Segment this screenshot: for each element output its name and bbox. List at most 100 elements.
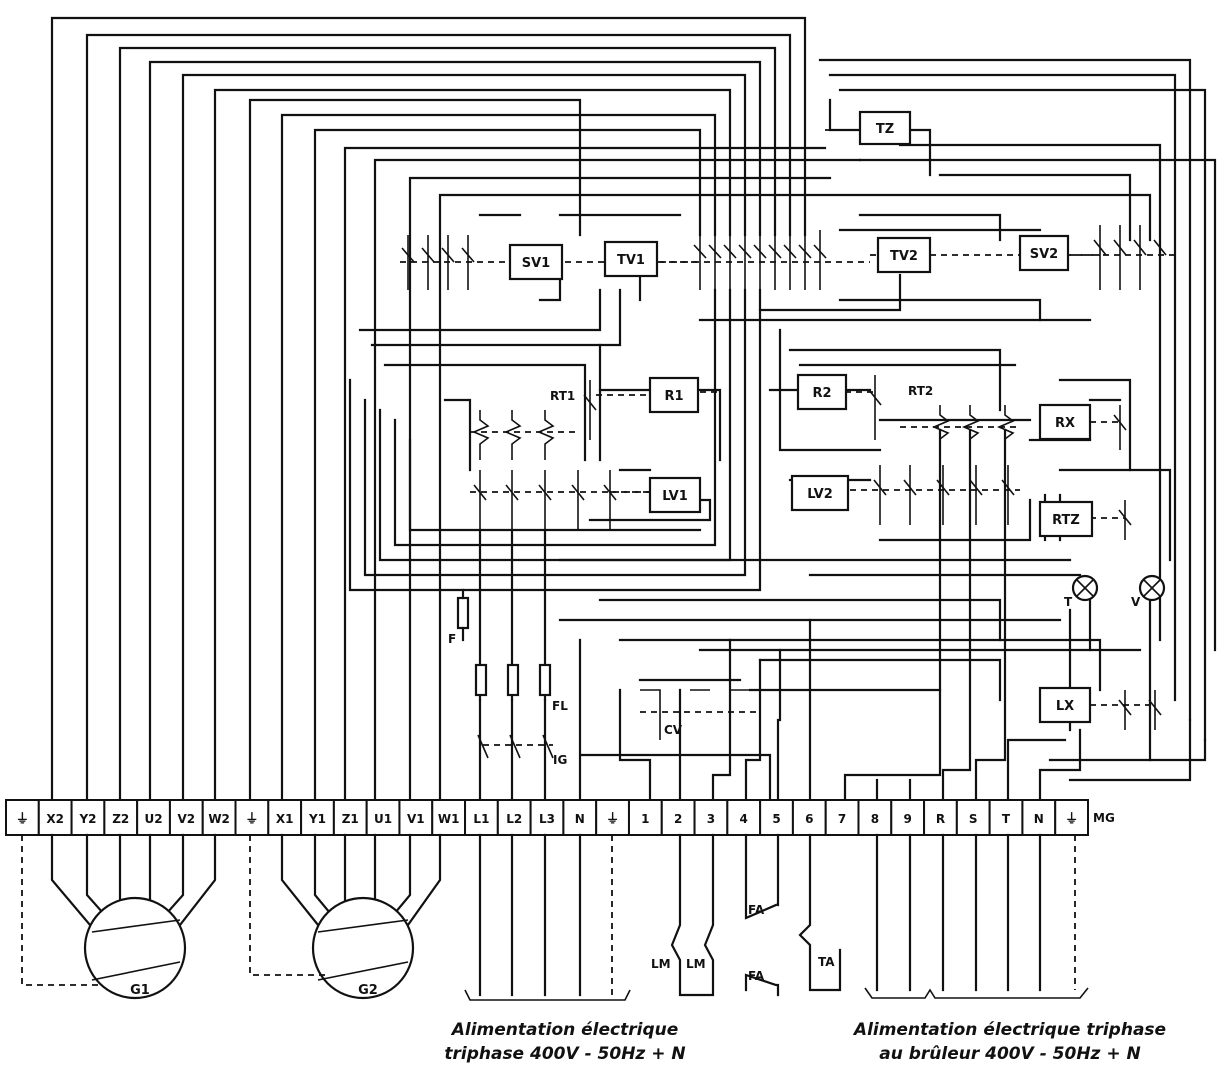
coil-sv1 bbox=[508, 243, 564, 281]
terminal-cell bbox=[562, 799, 598, 836]
terminal-label: R bbox=[936, 812, 945, 826]
coil-sv2-label: SV2 bbox=[1030, 247, 1058, 262]
terminal-cell bbox=[37, 799, 73, 836]
terminal-cell bbox=[890, 799, 926, 836]
ground-icon: ⏚ bbox=[245, 812, 258, 827]
terminal-cell bbox=[136, 799, 171, 836]
terminal-label: Y2 bbox=[78, 812, 96, 826]
external-devices: LM LM FA FA TA bbox=[651, 833, 842, 997]
terminal-label: Z2 bbox=[112, 812, 129, 826]
coil-lx-label: LX bbox=[1056, 699, 1074, 714]
terminal-label: L3 bbox=[539, 812, 555, 826]
ta-label: TA bbox=[818, 955, 835, 969]
coil-tv1-label: TV1 bbox=[617, 253, 645, 268]
terminal-cell bbox=[300, 799, 335, 836]
terminal-label: W1 bbox=[438, 812, 460, 826]
terminal-label: V1 bbox=[407, 812, 425, 826]
terminal-label: 9 bbox=[903, 812, 911, 826]
coil-lv1 bbox=[648, 476, 702, 514]
terminal-cell bbox=[693, 799, 729, 836]
ground-icon: ⏚ bbox=[606, 812, 619, 827]
terminal-cell bbox=[595, 799, 630, 836]
terminal-label: S bbox=[969, 812, 978, 826]
terminal-label: Y1 bbox=[308, 812, 326, 826]
ig-label: IG bbox=[553, 753, 567, 767]
supply-wiring bbox=[464, 833, 1089, 1001]
terminal-label: L1 bbox=[473, 812, 489, 826]
panel-wiring bbox=[348, 228, 1172, 702]
terminal-cell bbox=[660, 799, 696, 836]
terminal-cell bbox=[988, 799, 1024, 836]
f-label: F bbox=[448, 632, 456, 646]
terminal-cell bbox=[1054, 799, 1090, 836]
terminal-cell bbox=[398, 799, 434, 836]
terminal-label: 2 bbox=[674, 812, 682, 826]
terminal-label: 3 bbox=[707, 812, 715, 826]
motor-g1: G1 bbox=[21, 833, 217, 1000]
ground-icon: ⏚ bbox=[16, 812, 29, 827]
fl-label: FL bbox=[552, 699, 568, 713]
terminal-cell bbox=[627, 799, 663, 836]
fuse-f bbox=[456, 596, 470, 630]
fuse-fl-2 bbox=[506, 663, 520, 697]
coil-lv2-label: LV2 bbox=[807, 487, 833, 502]
relay-coils: TZ SV1 TV1 TV2 SV2 R1 R2 RX LV1 LV2 RTZ … bbox=[508, 110, 1094, 724]
terminal-label: N bbox=[575, 812, 585, 826]
fuses bbox=[456, 588, 552, 697]
terminal-label: X2 bbox=[46, 812, 64, 826]
terminal-cell bbox=[759, 799, 794, 836]
coil-tv1 bbox=[603, 240, 659, 278]
terminal-label: X1 bbox=[276, 812, 294, 826]
coil-sv1-label: SV1 bbox=[522, 256, 550, 271]
fa-bottom-label: FA bbox=[748, 969, 765, 983]
motor-g1-label: G1 bbox=[130, 983, 150, 998]
coil-r1 bbox=[648, 376, 700, 414]
coil-lv1-label: LV1 bbox=[662, 489, 688, 504]
rt1-label: RT1 bbox=[550, 389, 575, 403]
terminal-cell bbox=[955, 799, 991, 836]
terminal-cell bbox=[431, 799, 467, 836]
coil-r2 bbox=[796, 373, 848, 411]
fuse-fl-3 bbox=[538, 663, 552, 697]
terminal-label: N bbox=[1034, 812, 1044, 826]
coil-tz-label: TZ bbox=[876, 122, 894, 137]
terminal-cell bbox=[201, 799, 237, 836]
terminal-label: 4 bbox=[740, 812, 748, 826]
coil-rtz-label: RTZ bbox=[1052, 513, 1080, 528]
coil-rx-label: RX bbox=[1055, 416, 1075, 431]
supply-caption-left: Alimentation électrique triphase 400V - … bbox=[400, 1018, 730, 1066]
terminal-label: V2 bbox=[178, 812, 196, 826]
motor-g2-label: G2 bbox=[358, 983, 378, 998]
terminal-label: 5 bbox=[772, 812, 780, 826]
rt2-label: RT2 bbox=[908, 384, 933, 398]
terminal-cell bbox=[464, 799, 499, 836]
coil-tv2-label: TV2 bbox=[890, 249, 918, 264]
supply-caption-right: Alimentation électrique triphase au brûl… bbox=[820, 1018, 1200, 1066]
lamp-v-label: V bbox=[1131, 595, 1141, 609]
terminal-label: L2 bbox=[506, 812, 522, 826]
terminal-block-label: MG bbox=[1093, 811, 1115, 825]
coil-rtz bbox=[1038, 500, 1094, 538]
terminal-label: T bbox=[1002, 812, 1011, 826]
component-labels: RT1 RT2 F FL IG CV T V bbox=[448, 384, 1141, 767]
terminal-cell bbox=[365, 799, 401, 836]
terminal-label: U1 bbox=[374, 812, 392, 826]
ground-icon: ⏚ bbox=[1065, 812, 1078, 827]
lamp-t-label: T bbox=[1064, 595, 1073, 609]
fuse-fl-1 bbox=[474, 663, 488, 697]
cv-label: CV bbox=[664, 723, 683, 737]
coil-sv2 bbox=[1018, 234, 1070, 272]
indicator-lamps bbox=[1071, 574, 1166, 602]
supply-caption-left-line2: triphase 400V - 50Hz + N bbox=[444, 1044, 686, 1064]
coil-lv2 bbox=[790, 474, 850, 512]
terminal-cell bbox=[857, 799, 893, 836]
coil-tz bbox=[858, 110, 912, 146]
motor-g2: G2 bbox=[249, 833, 442, 1000]
coil-tv2 bbox=[876, 236, 932, 274]
coil-r1-label: R1 bbox=[664, 389, 683, 404]
lm-left-label: LM bbox=[651, 957, 671, 971]
lm-right-label: LM bbox=[686, 957, 706, 971]
supply-caption-right-line1: Alimentation électrique triphase bbox=[853, 1020, 1167, 1040]
